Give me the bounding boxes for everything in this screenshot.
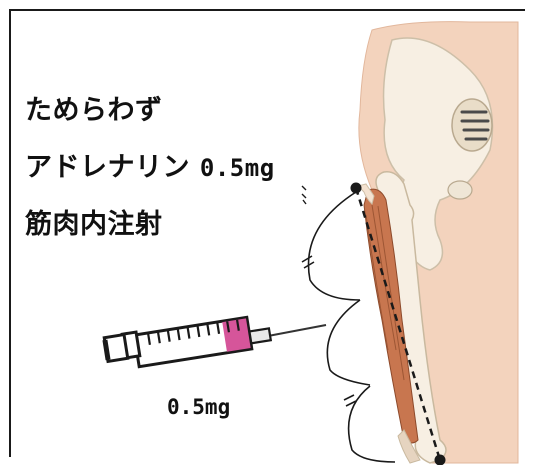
upper-third-arc xyxy=(308,192,360,300)
lower-third-arc xyxy=(349,386,395,462)
drug-dose: 0.5mg xyxy=(200,154,275,182)
syringe-icon xyxy=(102,317,326,366)
drug-name: アドレナリン xyxy=(25,152,190,183)
instruction-line-3: 筋肉内注射 xyxy=(25,210,163,240)
instruction-line-2: アドレナリン 0.5mg xyxy=(25,153,275,183)
hip-landmark-dot xyxy=(351,183,362,194)
middle-third-arc xyxy=(327,300,370,385)
instruction-line-1: ためらわず xyxy=(25,96,163,126)
knee-landmark-dot xyxy=(435,455,446,465)
syringe-dose-label: 0.5mg xyxy=(167,395,230,419)
